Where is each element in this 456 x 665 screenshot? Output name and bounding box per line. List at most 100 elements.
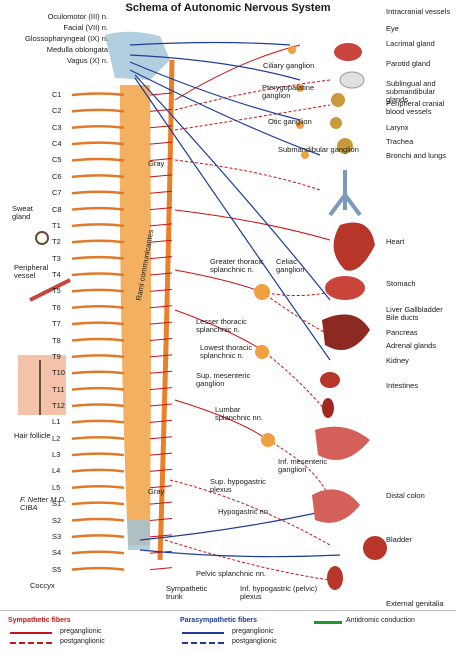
spinal-nerve — [71, 190, 125, 195]
spinal-nerve — [71, 534, 125, 539]
ramus-line — [149, 485, 173, 489]
legend-para-post-swatch — [182, 642, 224, 644]
spinal-nerve — [71, 403, 125, 408]
organ-label: Lacrimal gland — [386, 39, 435, 48]
segment-label: T4 — [52, 270, 61, 280]
segment-label: C4 — [52, 139, 62, 149]
segment-label: L4 — [52, 466, 61, 476]
legend-anti: Antidromic conduction — [346, 617, 415, 624]
segment-label: T5 — [52, 286, 61, 296]
spinal-nerve — [71, 321, 125, 326]
cranial-label: Facial (VII) n. — [63, 23, 108, 32]
ramus-line — [149, 141, 173, 145]
anatomy-illustration — [18, 31, 387, 590]
segment-label: L2 — [52, 433, 61, 443]
segment-label: T6 — [52, 302, 61, 312]
segment-label: T10 — [52, 368, 65, 378]
pterygopalatine-ganglion-label: Pterygopalatine ganglion — [262, 83, 315, 100]
ramus-line — [149, 108, 173, 112]
segment-label: T1 — [52, 220, 61, 230]
ramus-line — [149, 256, 173, 260]
segment-label: T7 — [52, 319, 61, 329]
organ-label: Bladder — [386, 535, 412, 544]
segment-label: C3 — [52, 122, 62, 132]
spinal-nerve — [71, 288, 125, 293]
ramus-line — [149, 403, 173, 407]
pelvic-splanchnic-label: Pelvic splanchnic nn. — [196, 569, 267, 578]
spinal-nerve — [71, 370, 125, 375]
spinal-cord — [119, 85, 151, 545]
ramus-line — [149, 288, 173, 292]
inf-mesenteric-label: Inf. mesenteric ganglion — [278, 457, 328, 474]
ganglia-shapes — [254, 46, 309, 447]
organ-label: Parotid gland — [386, 59, 431, 68]
ramus-line — [149, 518, 173, 522]
legend: Sympathetic fibers preganglionic postgan… — [0, 610, 456, 665]
diagram-title: Schema of Autonomic Nervous System — [125, 2, 331, 14]
organ-label: Intestines — [386, 381, 419, 390]
ramus-line — [149, 534, 173, 538]
ramus-line — [149, 239, 173, 243]
legend-sym-post-swatch — [10, 642, 52, 644]
segment-label: T9 — [52, 351, 61, 361]
lowest-splanchnic-label: Lowest thoracic splanchnic n. — [200, 343, 253, 360]
organ-label: Stomach — [386, 279, 416, 288]
ramus-line — [149, 452, 173, 456]
organ-label: Pancreas — [386, 328, 418, 337]
organ-label: Heart — [386, 237, 405, 246]
spinal-nerve — [71, 468, 125, 473]
segment-label: C8 — [52, 204, 62, 214]
segment-label: L3 — [52, 450, 61, 460]
gray-label: Gray — [148, 159, 165, 168]
spinal-nerve — [71, 337, 125, 342]
segment-label: L1 — [52, 417, 61, 427]
segment-label: S2 — [52, 515, 62, 525]
organ-label: Eye — [386, 24, 399, 33]
legend-para-pre-swatch — [182, 632, 224, 634]
segment-label: C5 — [52, 155, 62, 165]
segment-label: L5 — [52, 482, 61, 492]
cranial-label: Medulla oblongata — [46, 45, 108, 54]
greater-splanchnic-label: Greater thoracic splanchnic n. — [210, 257, 264, 274]
organ-label: Distal colon — [386, 491, 425, 500]
submandibular-ganglion-label: Submandibular ganglion — [278, 145, 359, 154]
spinal-nerve — [71, 386, 125, 391]
legend-sym-pre: preganglionic — [60, 628, 102, 635]
organ-label: Kidney — [386, 356, 409, 365]
organ-label: Sublingual and submandibular glands — [386, 79, 436, 104]
segment-label: S1 — [52, 499, 62, 509]
organ-label: Trachea — [386, 137, 414, 146]
spinal-nerve — [71, 354, 125, 359]
peripheral-vessel-label: Peripheral vessel — [14, 263, 49, 280]
ramus-line — [149, 174, 173, 178]
spinal-nerve — [71, 174, 125, 179]
sup-hypogastric-label: Sup. hypogastric plexus — [210, 477, 266, 494]
spinal-nerve — [71, 305, 125, 310]
organ-label: Peripheral cranial blood vessels — [386, 99, 445, 116]
ramus-line — [149, 305, 173, 309]
hair-follicle-label: Hair follicle — [14, 431, 51, 440]
sup-mesenteric-label: Sup. mesenteric ganglion — [196, 371, 251, 388]
organ-label: Adrenal glands — [386, 341, 437, 350]
spinal-nerve — [71, 550, 125, 555]
spinal-nerve — [71, 124, 125, 129]
spinal-nerve — [71, 223, 125, 228]
ramus-line — [149, 190, 173, 194]
cranial-label: Vagus (X) n. — [66, 56, 108, 65]
legend-para-post: postganglionic — [232, 638, 277, 645]
artist-signature: F. Netter M.D. CIBA — [20, 495, 67, 512]
segment-label: T2 — [52, 237, 61, 247]
organ-shapes — [312, 43, 387, 590]
ramus-line — [149, 468, 173, 472]
sympathetic-trunk-line — [157, 59, 175, 561]
segment-label: C1 — [52, 90, 62, 99]
ramus-line — [149, 223, 173, 227]
organ-label: Bronchi and lungs — [386, 151, 447, 160]
ramus-line — [149, 321, 173, 325]
hair-follicle-shape — [18, 355, 66, 415]
cranial-label: Oculomotor (III) n. — [47, 12, 108, 21]
ramus-line — [149, 272, 173, 276]
celiac-ganglion-label: Celiac ganglion — [276, 257, 305, 274]
segment-label: S3 — [52, 531, 62, 541]
ramus-line — [149, 370, 173, 374]
